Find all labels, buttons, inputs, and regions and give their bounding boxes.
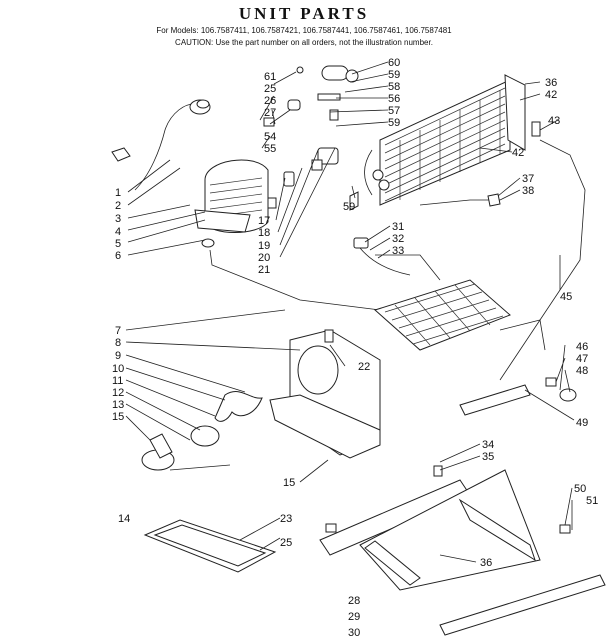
- callout-label: 9: [115, 350, 121, 362]
- callout-label: 33: [392, 245, 404, 257]
- callout-label: 47: [576, 353, 588, 365]
- condenser-coil: [364, 74, 586, 381]
- callout-label: 25: [264, 83, 276, 95]
- callout-label: 7: [115, 325, 121, 337]
- callout-label: 11: [112, 375, 123, 387]
- callout-label: 51: [586, 495, 598, 507]
- callout-label: 48: [576, 365, 588, 377]
- callout-label: 50: [574, 483, 586, 495]
- callout-label: 43: [548, 115, 560, 127]
- callout-label: 15: [283, 477, 295, 489]
- start-relay-parts: [263, 65, 359, 211]
- compressor: [194, 159, 381, 311]
- callout-label: 55: [264, 143, 276, 155]
- callout-label: 10: [112, 363, 124, 375]
- callout-label: 12: [112, 387, 124, 399]
- callout-label: 29: [348, 611, 360, 623]
- callout-label: 21: [258, 264, 270, 276]
- callout-label: 19: [258, 240, 270, 252]
- callout-label: 14: [118, 513, 130, 525]
- callout-label: 60: [388, 57, 400, 69]
- callout-label: 34: [482, 439, 494, 451]
- callout-label: 23: [280, 513, 292, 525]
- mounting-frame: [319, 377, 606, 636]
- callout-label: 59: [388, 69, 400, 81]
- diagram-title: UNIT PARTS: [238, 4, 370, 23]
- callout-label: 28: [348, 595, 360, 607]
- model-list: For Models: 106.7587411, 106.7587421, 10…: [156, 26, 452, 35]
- callout-label: 57: [388, 105, 400, 117]
- callout-label: 18: [258, 227, 270, 239]
- callout-label: 5: [115, 238, 121, 250]
- fan-motor: [141, 391, 263, 471]
- callout-label: 59: [388, 117, 400, 129]
- callout-label: 17: [258, 215, 270, 227]
- callout-label: 38: [522, 185, 534, 197]
- power-cord: [111, 99, 211, 191]
- fan-shroud: [269, 329, 381, 459]
- callout-label: 46: [576, 341, 588, 353]
- callout-label: 3: [115, 213, 121, 225]
- callout-label: 49: [576, 417, 588, 429]
- callout-label: 42: [512, 147, 524, 159]
- callout-label: 6: [115, 250, 121, 262]
- callout-labels: 1 2 3 4 5 6 7 8 9 10 11 12 13 14 15 15 1…: [112, 57, 598, 639]
- callout-label: 13: [112, 399, 124, 411]
- callout-label: 25: [280, 537, 292, 549]
- callout-label: 30: [348, 627, 360, 639]
- callout-label: 35: [482, 451, 494, 463]
- callout-label: 37: [522, 173, 534, 185]
- callout-label: 32: [392, 233, 404, 245]
- callout-label: 56: [388, 93, 400, 105]
- callout-label: 4: [115, 226, 121, 238]
- drain-pan: [143, 519, 277, 573]
- callout-label: 27: [264, 107, 276, 119]
- callout-label: 22: [358, 361, 370, 373]
- callout-label: 59: [343, 201, 355, 213]
- callout-label: 45: [560, 291, 572, 303]
- callout-label: 31: [392, 221, 404, 233]
- callout-label: 42: [545, 89, 557, 101]
- callout-label: 20: [258, 252, 270, 264]
- callout-label: 61: [264, 71, 276, 83]
- leader-lines: [125, 61, 575, 563]
- callout-label: 54: [264, 131, 276, 143]
- callout-label: 2: [115, 200, 121, 212]
- callout-label: 58: [388, 81, 400, 93]
- callout-label: 26: [264, 95, 276, 107]
- callout-label: 8: [115, 337, 121, 349]
- callout-label: 36: [480, 557, 492, 569]
- caution-note: CAUTION: Use the part number on all orde…: [175, 38, 433, 47]
- callout-label: 1: [115, 187, 121, 199]
- callout-label: 15: [112, 411, 124, 423]
- callout-label: 36: [545, 77, 557, 89]
- evaporator: [353, 237, 546, 351]
